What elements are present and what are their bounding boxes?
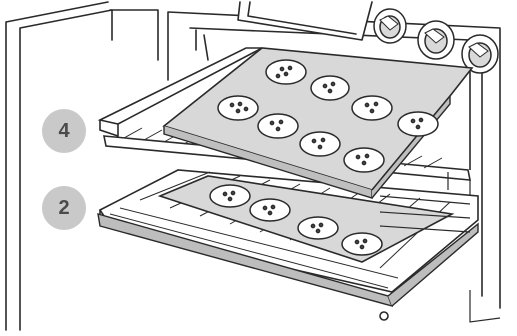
cookie-icon xyxy=(398,112,438,136)
cookie-icon xyxy=(258,114,298,138)
cookie-icon xyxy=(210,185,250,207)
cookie-icon xyxy=(342,233,382,255)
cookie-icon xyxy=(344,148,384,172)
cookie-icon xyxy=(266,60,306,84)
cookie-icon xyxy=(311,76,349,100)
control-knob-icon xyxy=(418,21,454,59)
rack-level-2-badge: 2 xyxy=(42,186,86,230)
cookie-icon xyxy=(250,199,290,221)
control-knob-icon xyxy=(374,9,406,43)
rack-level-4-label: 4 xyxy=(58,120,69,143)
cookie-icon xyxy=(300,132,340,156)
cookie-icon xyxy=(218,96,258,120)
rack-level-2-label: 2 xyxy=(58,197,69,220)
cookie-icon xyxy=(298,217,338,239)
rack-level-4-badge: 4 xyxy=(42,109,86,153)
cookie-icon xyxy=(352,96,392,120)
